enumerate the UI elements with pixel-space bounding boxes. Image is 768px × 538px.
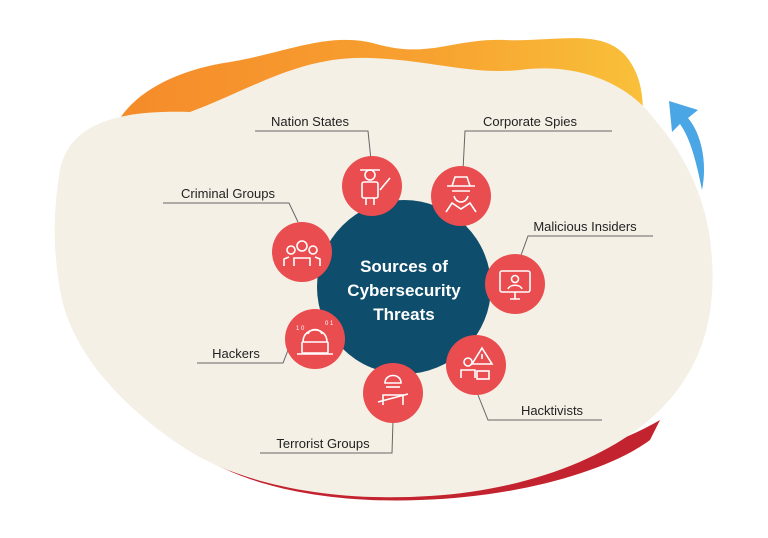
hub-title-line-2: Cybersecurity [347,281,461,300]
warning-person-icon [460,346,494,380]
label-malicious-insiders: Malicious Insiders [533,219,637,234]
connector-lines [163,130,653,454]
threat-labels: Nation States Corporate Spies Criminal G… [181,114,637,451]
node-malicious-insiders [485,254,545,314]
curved-arrow-icon [669,101,705,190]
armed-militant-icon [377,374,409,405]
node-terrorist-groups [363,363,423,423]
hub-title-line-3: Threats [373,305,434,324]
svg-text:1 0: 1 0 [296,326,305,332]
label-hackers: Hackers [212,346,260,361]
group-of-people-icon [283,240,321,266]
hub-title-line-1: Sources of [360,257,448,276]
connector-hacktivists [477,394,602,421]
hooded-hacker-laptop-icon: 1 0 0 1 [296,321,334,355]
svg-text:0 1: 0 1 [325,321,334,327]
connector-nation-states [255,130,372,161]
node-corporate-spies [431,166,491,226]
central-hub: Sources of Cybersecurity Threats [317,200,491,374]
label-corporate-spies: Corporate Spies [483,114,577,129]
hub-circle [317,200,491,374]
spy-with-hat-icon [445,176,477,213]
node-criminal-groups [272,222,332,282]
threat-nodes: 1 0 0 1 [272,156,545,423]
label-criminal-groups: Criminal Groups [181,186,275,201]
soldier-with-rifle-icon [360,169,391,205]
node-nation-states [342,156,402,216]
label-hacktivists: Hacktivists [521,403,584,418]
connector-terrorist-groups [260,419,394,454]
connector-criminal-groups [163,202,299,223]
node-hackers: 1 0 0 1 [285,309,345,369]
node-hacktivists [446,335,506,395]
monitor-user-icon [499,270,531,300]
connector-corporate-spies [462,130,612,171]
label-terrorist-groups: Terrorist Groups [276,436,370,451]
connector-malicious-insiders [519,235,653,259]
label-nation-states: Nation States [271,114,350,129]
